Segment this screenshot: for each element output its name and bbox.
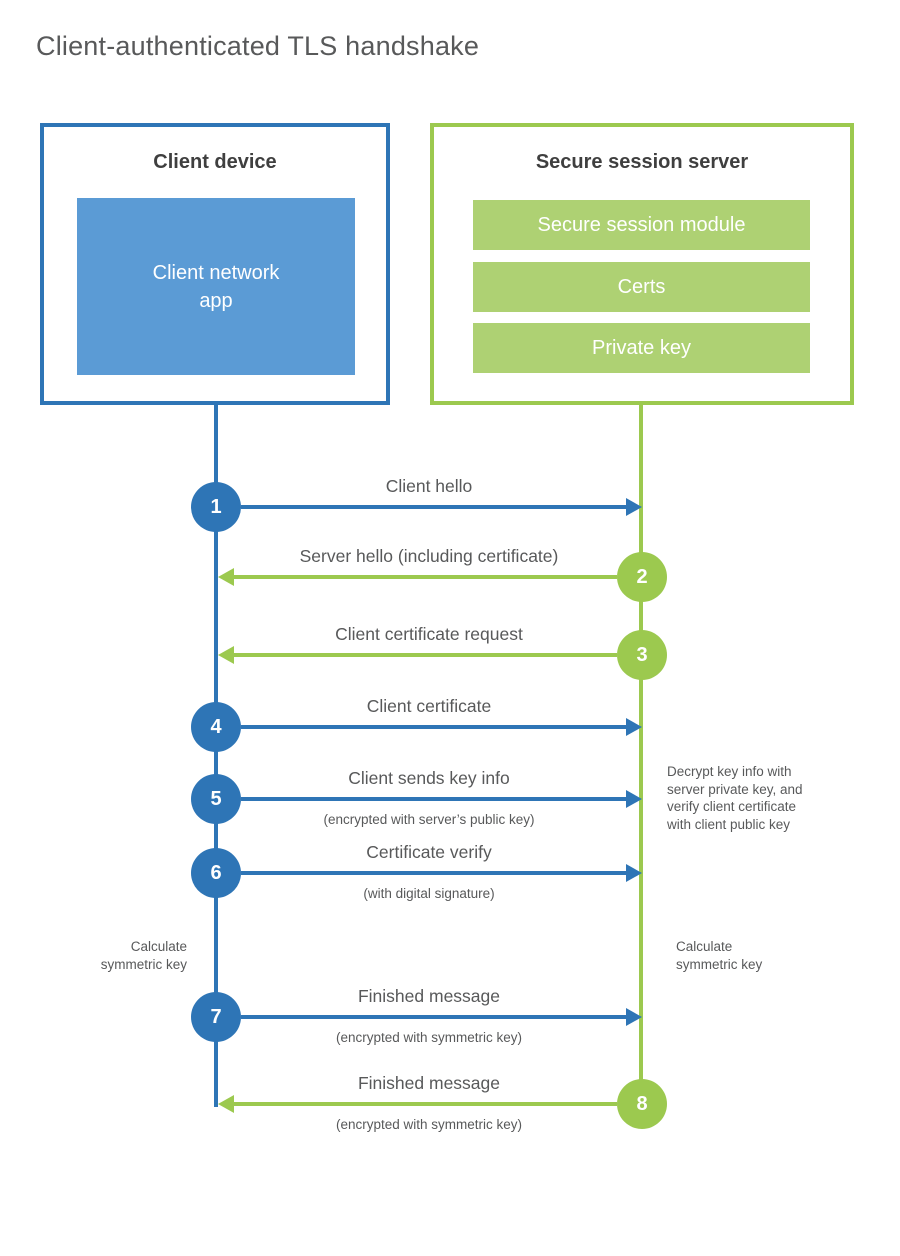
arrowhead-right-icon: [626, 718, 642, 736]
arrowhead-right-icon: [626, 864, 642, 882]
server-module-certs: Certs: [473, 262, 810, 312]
message-arrow-line: [234, 653, 617, 657]
message-label: Client certificate: [366, 696, 492, 716]
step-number: 2: [636, 565, 648, 588]
step-number: 7: [210, 1005, 222, 1028]
arrowhead-right-icon: [626, 498, 642, 516]
step-badge-1: 1: [191, 482, 241, 532]
page-title: Client-authenticated TLS handshake: [36, 31, 480, 61]
arrowhead-right-icon: [626, 1008, 642, 1026]
message-arrow-line: [241, 871, 626, 875]
step-badge-3: 3: [617, 630, 667, 680]
message-arrow-line: [241, 725, 626, 729]
step-number: 8: [636, 1092, 648, 1115]
server-module-private-key: Private key: [473, 323, 810, 373]
step-number: 3: [636, 643, 648, 666]
message-arrow-line: [241, 1015, 626, 1019]
message-arrow-line: [241, 797, 626, 801]
message-sublabel: (encrypted with server’s public key): [323, 812, 535, 827]
server-lifeline: [639, 405, 643, 1104]
message-arrow-line: [241, 505, 626, 509]
message-sublabel: (encrypted with symmetric key): [335, 1117, 523, 1132]
client-lifeline: [214, 405, 218, 1107]
step-badge-4: 4: [191, 702, 241, 752]
message-sublabel: (with digital signature): [363, 886, 495, 901]
message-label: Finished message: [357, 986, 501, 1006]
server-decrypt-note: Decrypt key info with server private key…: [667, 764, 803, 832]
arrowhead-left-icon: [218, 646, 234, 664]
message-sublabel: (encrypted with symmetric key): [335, 1030, 523, 1045]
step-badge-8: 8: [617, 1079, 667, 1129]
message-arrow-line: [234, 575, 617, 579]
step-number: 1: [210, 495, 222, 518]
message-arrow-line: [234, 1102, 617, 1106]
arrowhead-left-icon: [218, 1095, 234, 1113]
client-calculate-key-note: Calculate symmetric key: [100, 939, 187, 972]
client-device-title: Client device: [153, 151, 277, 173]
step-number: 6: [210, 861, 222, 884]
client-network-app-box: Client network app: [77, 198, 355, 375]
arrowhead-left-icon: [218, 568, 234, 586]
message-label: Finished message: [357, 1073, 501, 1093]
message-label: Server hello (including certificate): [299, 546, 559, 566]
message-label: Certificate verify: [366, 842, 492, 862]
server-module-secure-session: Secure session module: [473, 200, 810, 250]
message-label: Client certificate request: [335, 624, 523, 644]
step-number: 4: [210, 715, 222, 738]
arrowhead-right-icon: [626, 790, 642, 808]
step-badge-5: 5: [191, 774, 241, 824]
step-number: 5: [210, 787, 222, 810]
message-label: Client sends key info: [348, 768, 510, 788]
secure-session-server-title: Secure session server: [535, 151, 749, 173]
step-badge-2: 2: [617, 552, 667, 602]
step-badge-6: 6: [191, 848, 241, 898]
server-calculate-key-note: Calculate symmetric key: [676, 939, 763, 972]
message-label: Client hello: [385, 476, 473, 496]
step-badge-7: 7: [191, 992, 241, 1042]
